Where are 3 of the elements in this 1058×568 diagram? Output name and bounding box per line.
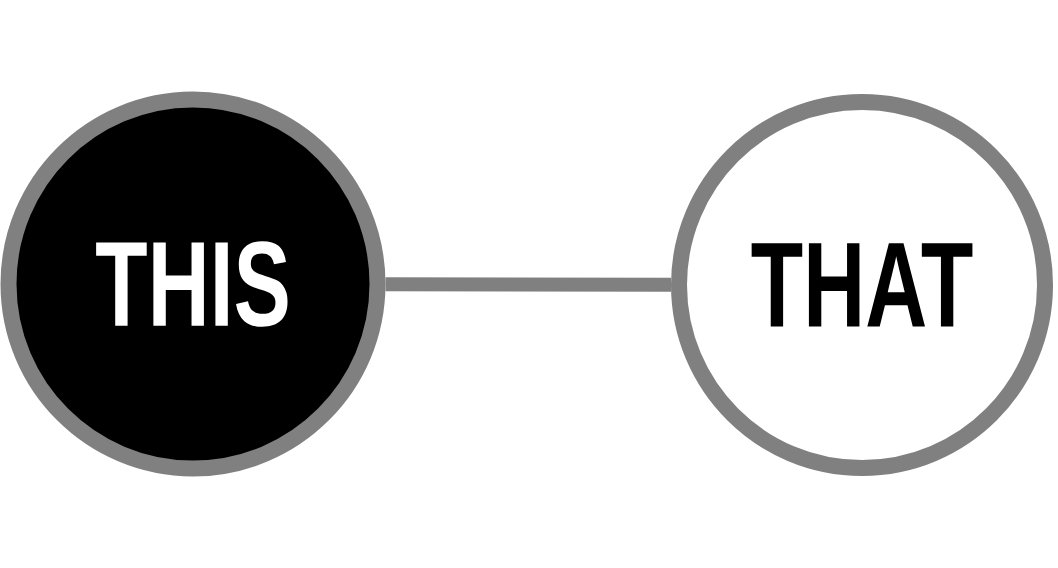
circle-node: THIS [0,91,386,477]
connector-line [385,277,672,292]
circle-node: THAT [671,94,1053,476]
